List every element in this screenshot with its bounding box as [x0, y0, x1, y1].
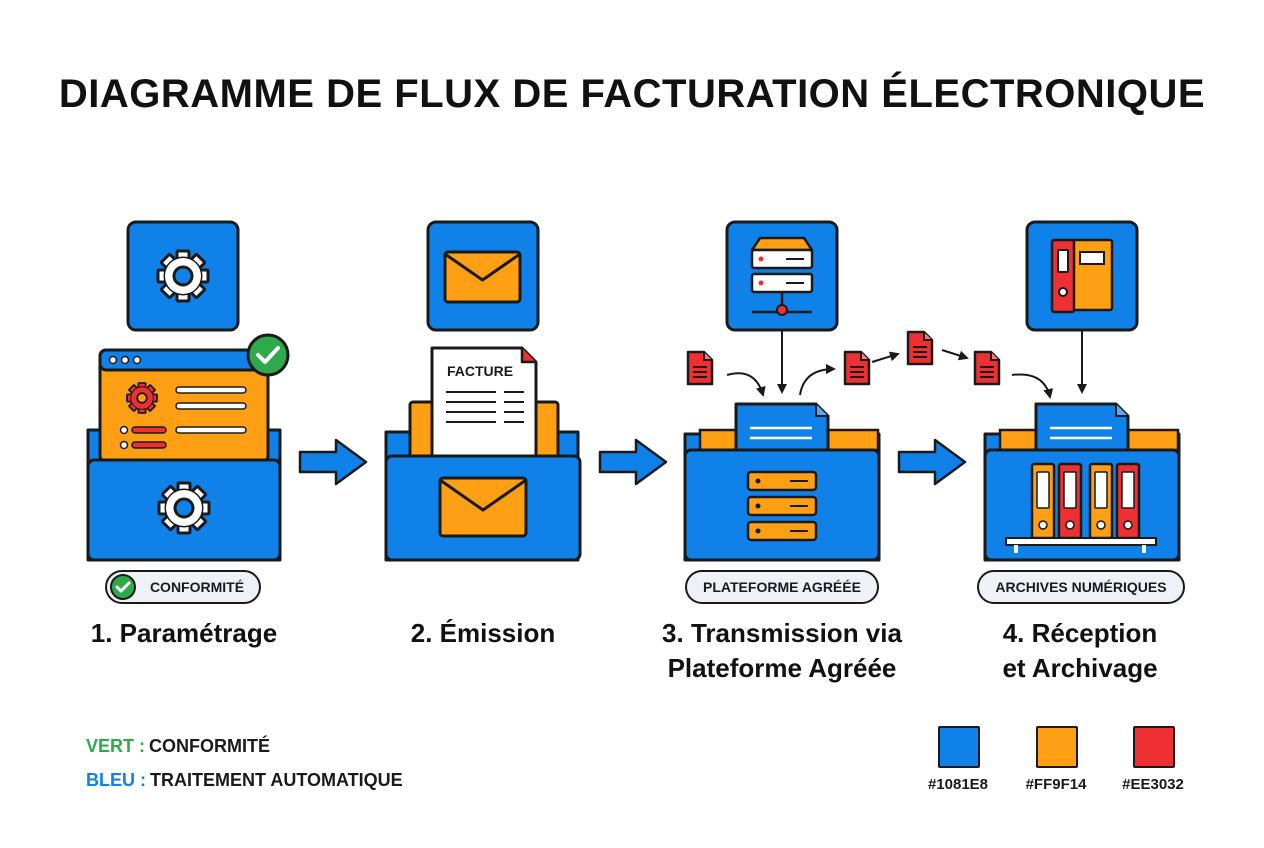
flow-arrow-2: [598, 438, 668, 486]
legend-blue-key: BLEU :: [86, 770, 146, 790]
red-document-icon: [906, 330, 934, 366]
envelope-icon: [443, 250, 522, 304]
swatch-orange: [1036, 726, 1078, 768]
step-4-label-line2: et Archivage: [1002, 653, 1158, 683]
badge-label: PLATEFORME AGRÉÉE: [703, 579, 861, 595]
step-3-label-line2: Plateforme Agréée: [667, 653, 897, 683]
step-2-emission: FACTURE: [384, 220, 582, 562]
step-2-label: 2. Émission: [363, 616, 603, 651]
step-3-transmission: PLATEFORME AGRÉÉE: [683, 220, 934, 604]
flow-arrow-1: [298, 438, 368, 486]
invoice-title: FACTURE: [447, 363, 513, 379]
step-1-label-text: 1. Paramétrage: [90, 618, 278, 648]
legend-blue: BLEU :TRAITEMENT AUTOMATIQUE: [86, 770, 403, 791]
binder-icon: [1050, 238, 1114, 314]
flow-arrow-3: [897, 438, 967, 486]
swatch-orange-label: #FF9F14: [1025, 776, 1087, 793]
step-3-label: 3. Transmission via Plateforme Agréée: [640, 616, 924, 686]
envelope-icon: [438, 476, 528, 538]
red-document-icon: [973, 350, 1001, 386]
legend-green-value: CONFORMITÉ: [149, 736, 271, 756]
step-1-label: 1. Paramétrage: [64, 616, 304, 651]
gear-icon: [156, 249, 210, 303]
invoice-document-icon: FACTURE: [430, 346, 538, 462]
settings-window-icon: [98, 348, 270, 464]
step-4-label-line1: 4. Réception: [1002, 618, 1158, 648]
gear-icon: [157, 481, 211, 535]
status-badge-archives: ARCHIVES NUMÉRIQUES: [977, 570, 1185, 604]
server-stack-icon: [746, 470, 818, 542]
red-document-icon: [686, 350, 714, 386]
swatch-blue-label: #1081E8: [927, 776, 989, 793]
diagram-title: DIAGRAMME DE FLUX DE FACTURATION ÉLECTRO…: [58, 72, 1206, 116]
badge-label: CONFORMITÉ: [150, 579, 244, 595]
red-document-icon: [843, 350, 871, 386]
badge-label: ARCHIVES NUMÉRIQUES: [995, 579, 1166, 595]
swatch-red-label: #EE3032: [1122, 776, 1184, 793]
legend-green: VERT :CONFORMITÉ: [86, 736, 270, 757]
status-badge-conformite: CONFORMITÉ: [105, 570, 261, 604]
document-icon: [1034, 402, 1130, 464]
step-3-label-line1: 3. Transmission via: [662, 618, 902, 648]
archive-shelf-icon: [1005, 462, 1157, 553]
check-circle-icon: [246, 333, 290, 377]
swatch-blue: [938, 726, 980, 768]
server-icon: [750, 236, 814, 316]
step-1-parametrage: CONFORMITÉ: [86, 220, 290, 604]
legend-blue-value: TRAITEMENT AUTOMATIQUE: [150, 770, 403, 790]
status-badge-plateforme: PLATEFORME AGRÉÉE: [685, 570, 879, 604]
step-2-label-text: 2. Émission: [410, 618, 556, 648]
legend-green-key: VERT :: [86, 736, 146, 756]
step-4-label: 4. Réception et Archivage: [950, 616, 1210, 686]
step-4-reception: ARCHIVES NUMÉRIQUES: [973, 220, 1185, 604]
swatch-red: [1133, 726, 1175, 768]
